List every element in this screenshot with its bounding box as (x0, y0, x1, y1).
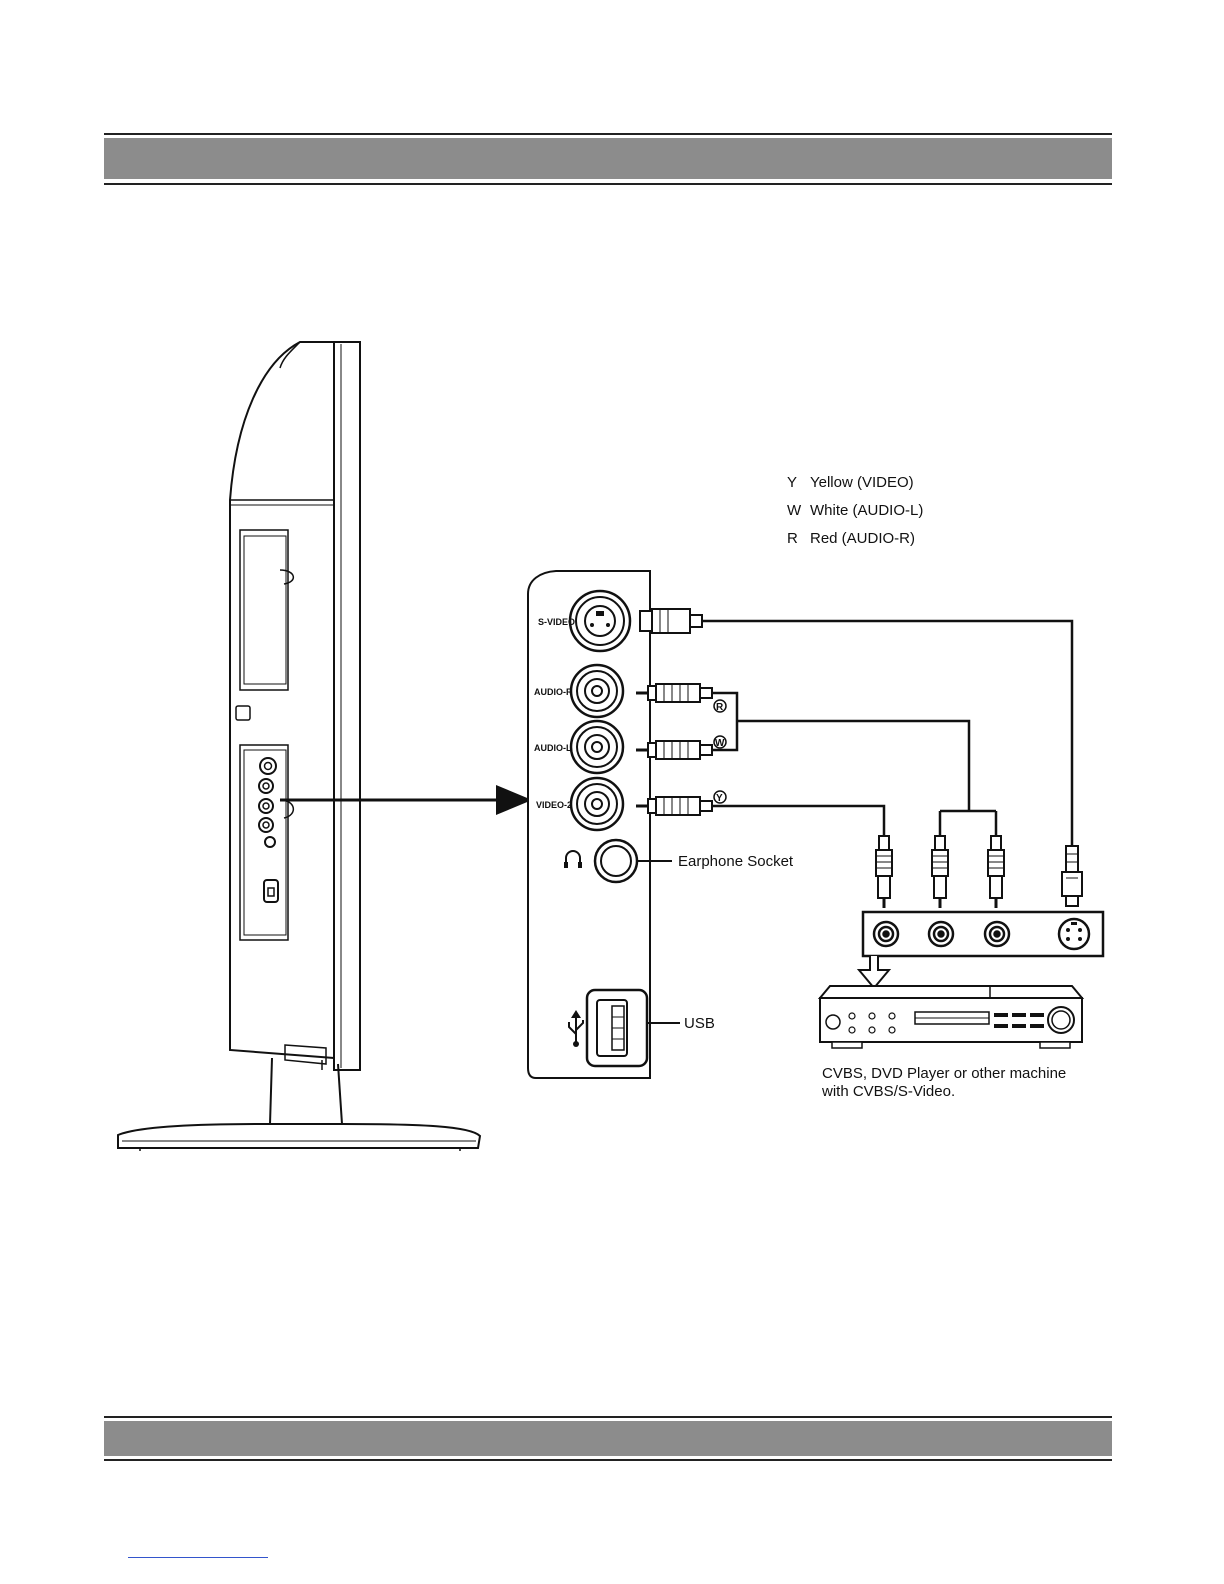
jack-label-video2: VIDEO-2 (536, 800, 572, 810)
device-caption-line1: CVBS, DVD Player or other machine (822, 1065, 1066, 1082)
legend-code-r: R (787, 530, 798, 547)
color-legend: Y Yellow (VIDEO) W White (AUDIO-L) R Red… (787, 474, 923, 547)
jack-label-audio-r: AUDIO-R (534, 687, 573, 697)
dvd-player (820, 986, 1082, 1048)
plug-mark-y: Y (716, 793, 723, 804)
tv-side-view (118, 342, 480, 1151)
legend-text-w: White (AUDIO-L) (810, 502, 923, 519)
input-panel (528, 571, 680, 1078)
plug-mark-r: R (716, 702, 724, 713)
plug-mark-w: W (715, 738, 725, 749)
legend-code-w: W (787, 502, 802, 519)
cables (702, 621, 1072, 846)
device-caption-line2: with CVBS/S-Video. (821, 1083, 955, 1100)
legend-text-r: Red (AUDIO-R) (810, 530, 915, 547)
jack-label-audio-l: AUDIO-L (534, 743, 572, 753)
device-down-arrow (859, 956, 889, 988)
device-jack-strip (863, 912, 1103, 956)
usb-label: USB (684, 1015, 715, 1032)
legend-code-y: Y (787, 474, 797, 491)
earphone-socket-label: Earphone Socket (678, 853, 794, 870)
jack-label-svideo: S-VIDEO (538, 617, 575, 627)
device-plugs (876, 836, 1082, 908)
legend-text-y: Yellow (VIDEO) (810, 474, 914, 491)
